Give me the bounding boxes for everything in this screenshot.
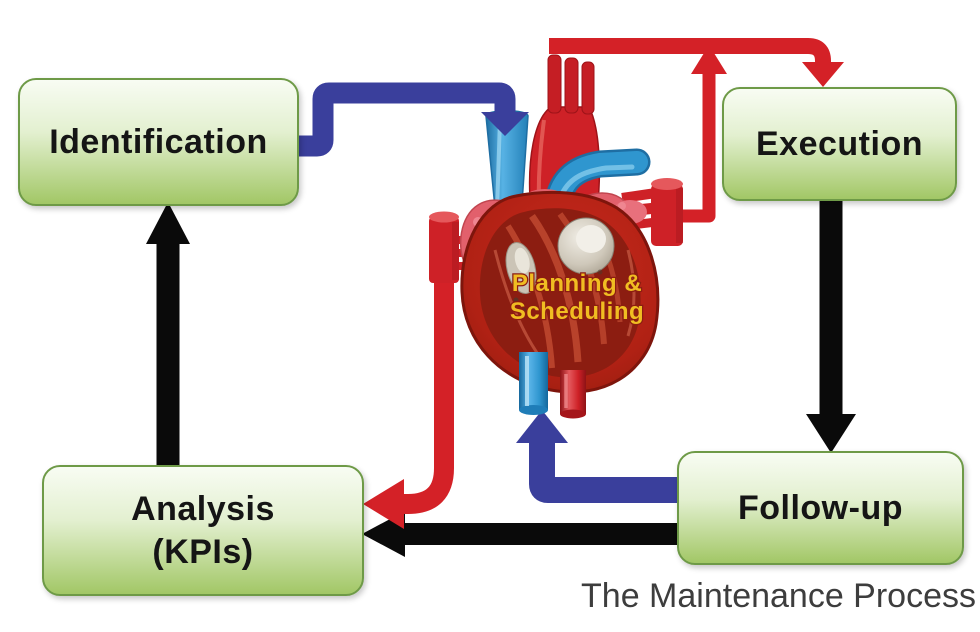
planning-label-line2: Scheduling [510, 298, 644, 325]
arrow-analysis-to-identification [146, 202, 190, 466]
node-execution-label: Execution [756, 124, 923, 163]
diagram-caption: The Maintenance Process [581, 577, 976, 615]
arrow-followup-to-planning [516, 410, 690, 503]
arrow-heart-to-execution-branch [678, 45, 727, 223]
node-execution: Execution [722, 87, 957, 201]
node-analysis: Analysis (KPIs) [42, 465, 364, 596]
node-analysis-label-line2: (KPIs) [152, 532, 254, 571]
arrow-identification-to-planning [294, 82, 529, 157]
node-followup: Follow-up [677, 451, 964, 565]
planning-label-line1: Planning & [512, 270, 642, 297]
node-analysis-label-line1: Analysis [131, 490, 275, 528]
arrow-planning-to-execution [549, 38, 844, 87]
arrow-execution-to-followup [806, 196, 856, 453]
arrow-planning-to-analysis [363, 211, 479, 529]
node-identification: Identification [18, 78, 299, 206]
node-followup-label: Follow-up [737, 488, 903, 527]
arrow-followup-to-analysis [362, 511, 700, 557]
heart-illustration: Planning & Scheduling [459, 54, 683, 419]
node-identification-label: Identification [49, 122, 268, 161]
